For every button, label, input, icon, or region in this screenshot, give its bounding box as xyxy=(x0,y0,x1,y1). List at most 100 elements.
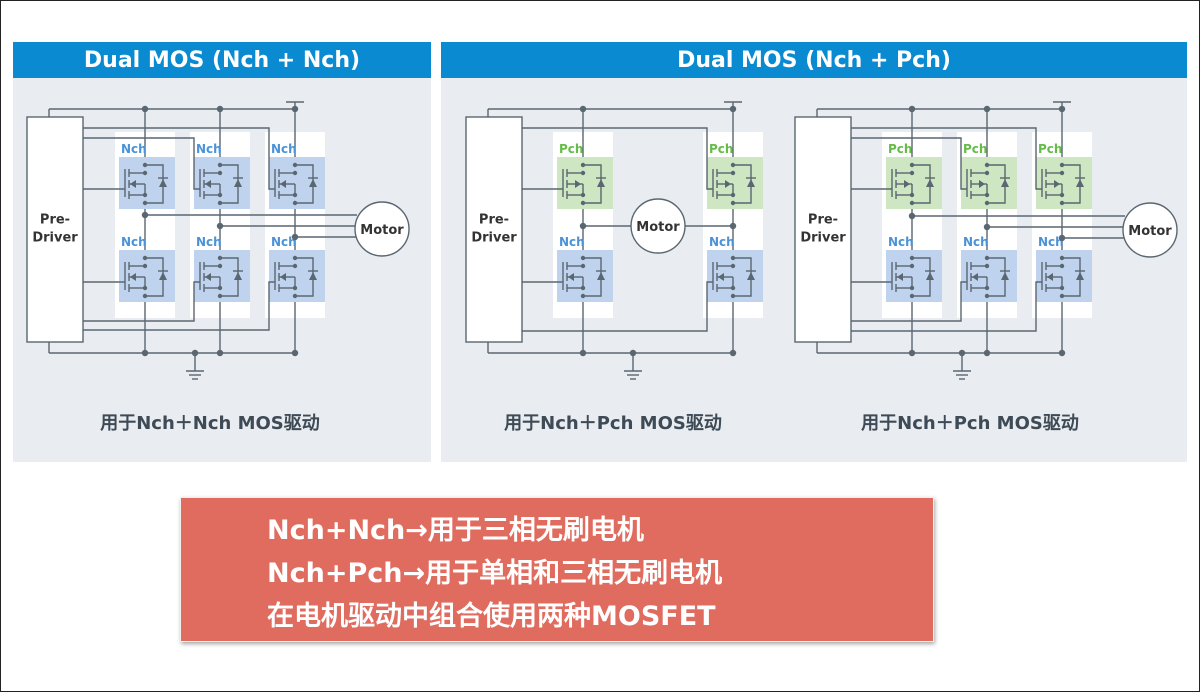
junction-dot xyxy=(909,285,915,291)
motor-label: Motor xyxy=(1128,224,1172,239)
junction-dot xyxy=(1059,263,1065,269)
high-side-label: Pch xyxy=(1038,142,1062,156)
junction-dot xyxy=(579,222,587,230)
mosfet-arrow-icon xyxy=(130,180,136,188)
diode-icon xyxy=(597,272,605,280)
junction-dot xyxy=(1059,255,1065,261)
junction-dot xyxy=(730,170,736,176)
junction-dot xyxy=(909,263,915,269)
callout-line-1: Nch+Nch→用于三相无刷电机 xyxy=(267,515,644,546)
gate-wire xyxy=(83,281,200,322)
diode-icon xyxy=(159,179,167,187)
mosfet-arrow-icon xyxy=(280,273,286,281)
junction-dot xyxy=(217,170,223,176)
mosfet-arrow-icon xyxy=(897,273,903,281)
pre-driver-label: Driver xyxy=(800,231,846,246)
mosfet-arrow-icon xyxy=(568,273,574,281)
mosfet-arrow-icon xyxy=(280,180,286,188)
junction-dot xyxy=(730,200,736,206)
junction-dot xyxy=(909,293,915,299)
junction-dot xyxy=(579,349,587,357)
junction-dot xyxy=(217,263,223,269)
gate-wire xyxy=(83,127,275,190)
junction-dot xyxy=(730,255,736,261)
panel-title: Dual MOS (Nch + Pch) xyxy=(441,42,1187,78)
gate-wire xyxy=(83,137,200,190)
junction-dot xyxy=(984,200,990,206)
junction-dot xyxy=(984,263,990,269)
diode-icon xyxy=(1076,179,1084,187)
junction-dot xyxy=(984,162,990,168)
callout-line-2: Nch+Pch→用于单相和三相无刷电机 xyxy=(267,558,723,589)
junction-dot xyxy=(217,255,223,261)
junction-dot xyxy=(984,170,990,176)
junction-dot xyxy=(730,293,736,299)
motor-label: Motor xyxy=(636,220,680,235)
diode-icon xyxy=(234,272,242,280)
gate-wire xyxy=(851,127,1042,190)
high-side-label: Nch xyxy=(271,142,297,156)
junction-dot xyxy=(730,162,736,168)
mosfet-arrow-icon xyxy=(1054,180,1060,188)
junction-dot xyxy=(142,255,148,261)
gate-wire xyxy=(522,281,713,332)
junction-dot xyxy=(217,192,223,198)
diode-icon xyxy=(309,179,317,187)
diode-icon xyxy=(747,179,755,187)
pre-driver-block xyxy=(26,116,84,343)
diode-icon xyxy=(597,179,605,187)
junction-dot xyxy=(1058,349,1066,357)
low-side-label: Nch xyxy=(196,235,222,249)
junction-dot xyxy=(730,285,736,291)
junction-dot xyxy=(292,263,298,269)
junction-dot xyxy=(580,162,586,168)
junction-dot xyxy=(580,192,586,198)
junction-dot xyxy=(1059,192,1065,198)
junction-dot xyxy=(292,200,298,206)
high-side-label: Pch xyxy=(559,142,583,156)
diode-icon xyxy=(747,272,755,280)
diode-icon xyxy=(926,179,934,187)
junction-dot xyxy=(292,192,298,198)
junction-dot xyxy=(191,349,199,357)
junction-dot xyxy=(142,162,148,168)
mosfet-arrow-icon xyxy=(979,180,985,188)
mosfet-arrow-icon xyxy=(130,273,136,281)
junction-dot xyxy=(216,222,224,230)
junction-dot xyxy=(983,105,991,113)
junction-dot xyxy=(142,200,148,206)
panel-title: Dual MOS (Nch + Nch) xyxy=(13,42,431,78)
mosfet-arrow-icon xyxy=(205,273,211,281)
pre-driver-label: Pre- xyxy=(479,213,509,228)
low-side-label: Nch xyxy=(1038,235,1064,249)
pre-driver-label: Pre- xyxy=(808,213,838,228)
low-side-label: Nch xyxy=(121,235,147,249)
junction-dot xyxy=(730,192,736,198)
junction-dot xyxy=(217,285,223,291)
junction-dot xyxy=(984,293,990,299)
junction-dot xyxy=(580,263,586,269)
junction-dot xyxy=(909,192,915,198)
low-side-label: Nch xyxy=(271,235,297,249)
diode-icon xyxy=(309,272,317,280)
junction-dot xyxy=(730,263,736,269)
junction-dot xyxy=(142,170,148,176)
junction-dot xyxy=(580,285,586,291)
pre-driver-label: Pre- xyxy=(40,213,70,228)
junction-dot xyxy=(142,263,148,269)
junction-dot xyxy=(984,192,990,198)
summary-callout: Nch+Nch→用于三相无刷电机 Nch+Pch→用于单相和三相无刷电机 在电机… xyxy=(180,497,934,642)
junction-dot xyxy=(216,105,224,113)
junction-dot xyxy=(580,170,586,176)
diode-icon xyxy=(159,272,167,280)
junction-dot xyxy=(909,255,915,261)
junction-dot xyxy=(292,162,298,168)
low-side-label: Nch xyxy=(963,235,989,249)
junction-dot xyxy=(984,255,990,261)
junction-dot xyxy=(141,349,149,357)
gate-wire xyxy=(851,137,967,190)
